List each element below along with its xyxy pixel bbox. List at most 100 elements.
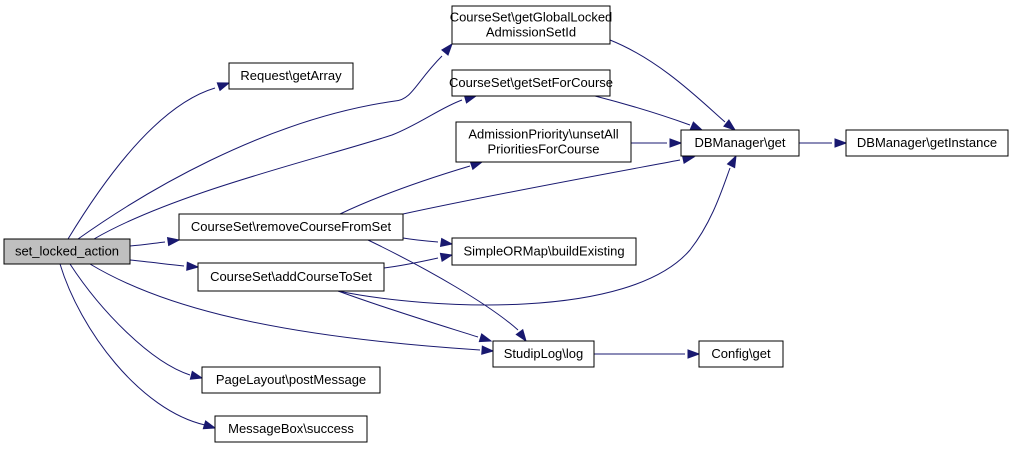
edge-line xyxy=(69,263,191,376)
node-pagelayout-postmessage[interactable]: PageLayout\postMessage xyxy=(201,366,381,394)
node-box[interactable] xyxy=(3,238,131,265)
node-label: CourseSet\getSetForCourse xyxy=(449,75,613,90)
edge-set_locked_action-to-messagebox_success xyxy=(59,263,217,430)
node-label: CourseSet\addCourseToSet xyxy=(210,269,372,284)
edge-arrowhead xyxy=(439,237,454,248)
edge-line xyxy=(77,55,443,240)
edge-arrowhead xyxy=(186,261,200,271)
edge-line xyxy=(609,39,726,123)
edge-line xyxy=(339,165,471,215)
edge-admissionpriority_unsetall-to-dbmanager_get xyxy=(630,138,683,148)
edge-set_locked_action-to-courseset_removecoursefromset xyxy=(129,236,181,247)
edge-courseset_removecoursefromset-to-studiplog_log xyxy=(367,239,527,343)
edge-line xyxy=(402,237,439,243)
edge-line xyxy=(129,259,185,267)
node-box[interactable] xyxy=(214,415,368,443)
node-box[interactable] xyxy=(228,62,354,90)
node-box[interactable] xyxy=(455,121,632,163)
node-box[interactable] xyxy=(197,262,385,292)
node-config-get[interactable]: Config\get xyxy=(698,340,784,368)
node-box[interactable] xyxy=(201,366,381,394)
node-label: MessageBox\success xyxy=(228,421,354,436)
node-dbmanager-getinstance[interactable]: DBManager\getInstance xyxy=(845,129,1009,157)
node-label: CourseSet\getGlobalLocked xyxy=(450,10,613,25)
edge-line xyxy=(129,241,166,247)
edge-arrowhead xyxy=(469,161,484,171)
edge-courseset_getgloballocked-to-dbmanager_get xyxy=(609,39,737,131)
edge-arrowhead xyxy=(202,420,217,430)
edge-arrowhead xyxy=(726,154,737,169)
node-box[interactable] xyxy=(451,237,637,266)
node-box[interactable] xyxy=(492,340,595,368)
edge-line xyxy=(59,263,206,426)
edge-line xyxy=(367,239,519,331)
edge-courseset_addcoursetoset-to-studiplog_log xyxy=(337,290,493,343)
node-box[interactable] xyxy=(680,129,800,157)
edge-line xyxy=(383,257,439,269)
node-box[interactable] xyxy=(698,340,784,368)
edge-set_locked_action-to-courseset_getgloballocked xyxy=(77,42,453,240)
node-courseset-addcoursetoset[interactable]: CourseSet\addCourseToSet xyxy=(197,262,385,292)
edge-line xyxy=(93,99,463,240)
node-label: StudipLog\log xyxy=(504,346,584,361)
edge-arrowhead xyxy=(723,119,737,131)
edge-line xyxy=(402,159,681,215)
node-label: DBManager\get xyxy=(694,135,785,150)
edge-arrowhead xyxy=(439,252,454,263)
node-set-locked-action[interactable]: set_locked_action xyxy=(3,238,131,265)
node-box[interactable] xyxy=(845,129,1009,157)
edge-arrowhead xyxy=(216,82,231,92)
edge-line xyxy=(337,167,731,306)
node-courseset-getsetforcourse[interactable]: CourseSet\getSetForCourse xyxy=(449,69,613,97)
nodes-layer: set_locked_actionRequest\getArrayCourseS… xyxy=(3,5,1009,443)
edge-courseset_removecoursefromset-to-simpleormap_buildexisting xyxy=(402,237,454,248)
edge-arrowhead xyxy=(834,138,848,148)
node-label: SimpleORMap\buildExisting xyxy=(463,244,624,259)
edge-studiplog_log-to-config_get xyxy=(593,349,701,359)
edge-arrowhead xyxy=(441,42,453,56)
node-label: PageLayout\postMessage xyxy=(216,372,366,387)
node-box[interactable] xyxy=(451,69,611,97)
edge-arrowhead xyxy=(669,138,683,148)
node-admissionpriority-unsetall[interactable]: AdmissionPriority\unsetAllPrioritiesForC… xyxy=(455,121,632,163)
edge-arrowhead xyxy=(515,328,527,343)
node-dbmanager-get[interactable]: DBManager\get xyxy=(680,129,800,157)
node-label: CourseSet\removeCourseFromSet xyxy=(191,219,392,234)
edge-arrowhead xyxy=(481,345,495,355)
node-messagebox-success[interactable]: MessageBox\success xyxy=(214,415,368,443)
node-label: DBManager\getInstance xyxy=(857,135,997,150)
node-label: Config\get xyxy=(711,346,771,361)
node-label: PrioritiesForCourse xyxy=(488,142,600,157)
node-box[interactable] xyxy=(178,213,404,241)
node-request-getarray[interactable]: Request\getArray xyxy=(228,62,354,90)
edge-line xyxy=(89,263,481,351)
edge-courseset_removecoursefromset-to-dbmanager_get xyxy=(402,154,696,215)
edge-dbmanager_get-to-dbmanager_getinstance xyxy=(798,138,848,148)
node-label: AdmissionSetId xyxy=(486,25,576,40)
edge-set_locked_action-to-pagelayout_postmessage xyxy=(69,263,204,380)
node-label: set_locked_action xyxy=(15,244,119,259)
edge-line xyxy=(337,290,479,338)
edge-line xyxy=(594,95,691,126)
edge-arrowhead xyxy=(689,121,704,131)
edge-set_locked_action-to-studiplog_log xyxy=(89,263,495,355)
node-studiplog-log[interactable]: StudipLog\log xyxy=(492,340,595,368)
edge-set_locked_action-to-courseset_addcoursetoset xyxy=(129,259,200,271)
edge-courseset_addcoursetoset-to-simpleormap_buildexisting xyxy=(383,252,454,269)
edge-arrowhead xyxy=(166,236,181,247)
edge-line xyxy=(67,87,216,240)
node-box[interactable] xyxy=(451,5,611,45)
edge-courseset_removecoursefromset-to-admissionpriority_unsetall xyxy=(339,161,484,215)
node-simpleormap-buildexisting[interactable]: SimpleORMap\buildExisting xyxy=(451,237,637,266)
node-label: AdmissionPriority\unsetAll xyxy=(468,127,618,142)
edge-arrowhead xyxy=(189,370,204,380)
edge-arrowhead xyxy=(687,349,701,359)
node-courseset-removecoursefromset[interactable]: CourseSet\removeCourseFromSet xyxy=(178,213,404,241)
node-label: Request\getArray xyxy=(240,68,342,83)
edge-set_locked_action-to-request_getarray xyxy=(67,82,231,240)
edge-arrowhead xyxy=(681,154,696,165)
edge-courseset_addcoursetoset-to-dbmanager_get xyxy=(337,154,737,306)
edges-layer xyxy=(59,39,848,430)
